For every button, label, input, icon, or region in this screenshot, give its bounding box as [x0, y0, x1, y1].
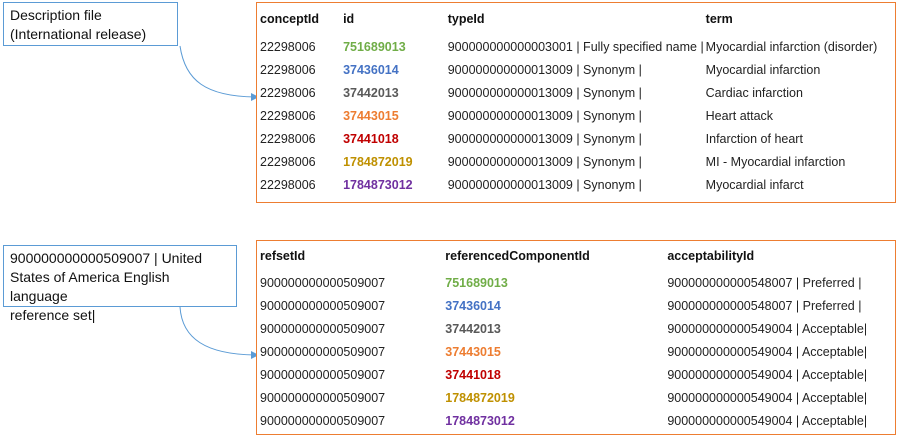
table-row: 22298006 37443015 900000000000013009 | Syn… — [257, 104, 895, 127]
table-row: 900000000000509007 37436014 90000000000054… — [257, 294, 895, 317]
table-cell: 900000000000509007 — [260, 275, 386, 290]
table-row: 22298006 37441018 900000000000013009 | Syn… — [257, 127, 895, 150]
arrow-description-file — [179, 45, 259, 101]
column-header: typeId — [447, 12, 485, 26]
table-cell: Cardiac infarction — [705, 85, 803, 100]
table-row: 22298006 1784872019 900000000000013009 | S… — [257, 150, 895, 173]
label-line: States of America English language — [10, 269, 170, 304]
column-header: refsetId — [260, 249, 306, 263]
table-cell: 900000000000549004 | Acceptable| — [667, 413, 868, 428]
table-row: 900000000000509007 1784872019 900000000000… — [257, 386, 895, 409]
description-id-cell: 37441018 — [445, 367, 501, 382]
table-header-row: refsetId referencedComponentId acceptabi… — [257, 241, 895, 271]
label-line: 900000000000509007 | United — [10, 250, 203, 266]
table-row: 22298006 751689013 900000000000003001 | Fu… — [257, 35, 895, 58]
description-table-frame: conceptId id typeId term 22298006 7516890… — [256, 2, 896, 203]
label-line: (International release) — [10, 26, 147, 42]
table-cell: 900000000000013009 | Synonym | — [447, 131, 642, 146]
description-id-cell: 37441018 — [343, 131, 399, 146]
table-row: 22298006 1784873012 900000000000013009 | S… — [257, 173, 895, 196]
column-header: id — [343, 12, 355, 26]
description-id-cell: 37436014 — [343, 62, 399, 77]
table-cell: 22298006 — [260, 85, 316, 100]
description-id-cell: 751689013 — [343, 39, 406, 54]
description-id-cell: 37436014 — [445, 298, 501, 313]
table-cell: 900000000000013009 | Synonym | — [447, 154, 642, 169]
table-header-row: conceptId id typeId term — [257, 3, 895, 35]
table-cell: 900000000000003001 | Fully specified nam… — [447, 39, 704, 54]
description-id-cell: 1784873012 — [445, 413, 515, 428]
table-cell: 900000000000509007 — [260, 390, 386, 405]
column-header: conceptId — [260, 12, 320, 26]
table-cell: MI - Myocardial infarction — [705, 154, 846, 169]
column-header: referencedComponentId — [445, 249, 590, 263]
table-cell: 22298006 — [260, 62, 316, 77]
table-cell: 900000000000013009 | Synonym | — [447, 85, 642, 100]
table-cell: 900000000000549004 | Acceptable| — [667, 390, 868, 405]
description-id-cell: 1784872019 — [445, 390, 515, 405]
column-header: term — [705, 12, 733, 26]
description-id-cell: 37442013 — [343, 85, 399, 100]
label-line: reference set| — [10, 307, 96, 323]
table-cell: 22298006 — [260, 154, 316, 169]
table-cell: Heart attack — [705, 108, 774, 123]
table-row: 900000000000509007 1784873012 900000000000… — [257, 409, 895, 432]
table-cell: 22298006 — [260, 108, 316, 123]
label-line: Description file — [10, 7, 102, 23]
table-cell: 900000000000013009 | Synonym | — [447, 62, 642, 77]
table-row: 900000000000509007 751689013 9000000000005… — [257, 271, 895, 294]
table-row: 900000000000509007 37441018 90000000000054… — [257, 363, 895, 386]
description-table: conceptId id typeId term 22298006 7516890… — [257, 3, 895, 196]
table-cell: 22298006 — [260, 177, 316, 192]
reference-set-table-frame: refsetId referencedComponentId acceptabi… — [256, 240, 896, 435]
table-cell: Myocardial infarction (disorder) — [705, 39, 878, 54]
table-cell: Myocardial infarct — [705, 177, 804, 192]
table-row: 900000000000509007 37442013 90000000000054… — [257, 317, 895, 340]
column-header: acceptabilityId — [667, 249, 755, 263]
description-file-label: Description file (International release) — [3, 2, 178, 46]
description-id-cell: 37443015 — [343, 108, 399, 123]
table-cell: 900000000000549004 | Acceptable| — [667, 321, 868, 336]
description-id-cell: 37442013 — [445, 321, 501, 336]
table-cell: 900000000000013009 | Synonym | — [447, 108, 642, 123]
table-row: 22298006 37436014 900000000000013009 | Syn… — [257, 58, 895, 81]
description-id-cell: 37443015 — [445, 344, 501, 359]
table-cell: 900000000000549004 | Acceptable| — [667, 367, 868, 382]
table-cell: Infarction of heart — [705, 131, 803, 146]
table-row: 22298006 37442013 900000000000013009 | Syn… — [257, 81, 895, 104]
table-row: 900000000000509007 37443015 90000000000054… — [257, 340, 895, 363]
description-id-cell: 1784872019 — [343, 154, 413, 169]
table-cell: 900000000000509007 — [260, 367, 386, 382]
table-cell: 22298006 — [260, 39, 316, 54]
table-cell: 900000000000509007 — [260, 298, 386, 313]
table-cell: 900000000000548007 | Preferred | — [667, 298, 862, 313]
description-id-cell: 751689013 — [445, 275, 508, 290]
table-cell: 900000000000509007 — [260, 413, 386, 428]
table-cell: 900000000000548007 | Preferred | — [667, 275, 862, 290]
reference-set-label: 900000000000509007 | United States of Am… — [3, 245, 237, 323]
table-cell: Myocardial infarction — [705, 62, 821, 77]
table-cell: 22298006 — [260, 131, 316, 146]
table-cell: 900000000000013009 | Synonym | — [447, 177, 642, 192]
table-cell: 900000000000509007 — [260, 321, 386, 336]
reference-set-table: refsetId referencedComponentId acceptabi… — [257, 241, 895, 432]
table-cell: 900000000000509007 — [260, 344, 386, 359]
description-id-cell: 1784873012 — [343, 177, 413, 192]
table-cell: 900000000000549004 | Acceptable| — [667, 344, 868, 359]
